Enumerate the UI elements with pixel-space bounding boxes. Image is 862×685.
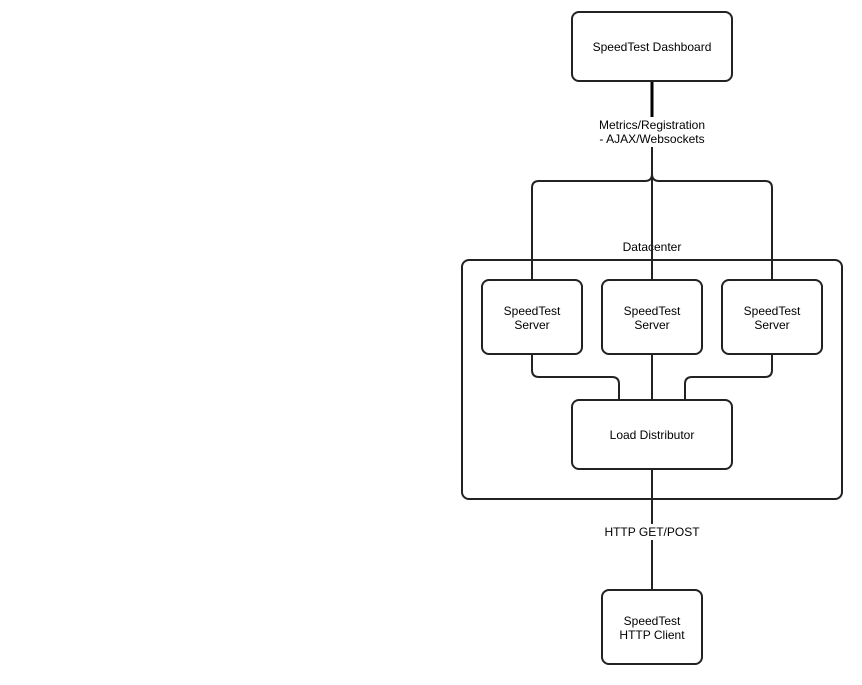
- server-node-right-line2: Server: [754, 318, 789, 332]
- dashboard-node: SpeedTest Dashboard: [571, 11, 733, 82]
- client-edge-label: HTTP GET/POST: [604, 525, 700, 539]
- server-node-left-line1: SpeedTest: [504, 304, 561, 318]
- load-distributor-label: Load Distributor: [610, 428, 695, 442]
- server-node-right-line1: SpeedTest: [744, 304, 801, 318]
- dashboard-edge-label-line2: - AJAX/Websockets: [599, 132, 704, 146]
- server-node-left-line2: Server: [514, 318, 549, 332]
- server-node-middle-line1: SpeedTest: [624, 304, 681, 318]
- dashboard-edge-label-line1: Metrics/Registration: [599, 118, 705, 132]
- server-node-left: SpeedTest Server: [481, 279, 583, 355]
- http-client-line1: SpeedTest: [624, 614, 681, 628]
- server-right-to-distributor-connector: [684, 354, 773, 400]
- http-client-node: SpeedTest HTTP Client: [601, 589, 703, 665]
- server-left-to-distributor-connector: [531, 354, 620, 400]
- http-client-line2: HTTP Client: [619, 628, 685, 642]
- server-node-middle-line2: Server: [634, 318, 669, 332]
- server-node-right: SpeedTest Server: [721, 279, 823, 355]
- branch-connector-right: [651, 173, 773, 280]
- server-node-middle: SpeedTest Server: [601, 279, 703, 355]
- load-distributor-node: Load Distributor: [571, 399, 733, 470]
- dashboard-node-label: SpeedTest Dashboard: [593, 40, 712, 54]
